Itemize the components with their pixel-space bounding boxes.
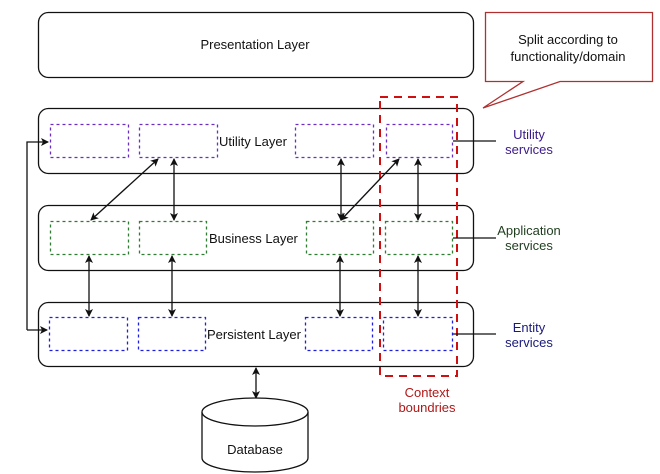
utility-layer-label: Utility Layer — [219, 134, 288, 149]
business-component — [138, 220, 208, 256]
utility-layer: Utility Layer — [37, 107, 475, 175]
dependency-arrow — [90, 158, 159, 221]
svg-text:Utility: Utility — [513, 127, 545, 142]
persistent-component — [48, 316, 129, 352]
svg-text:services: services — [505, 142, 553, 157]
persistent-layer: Persistent Layer — [37, 301, 475, 368]
utility-component — [385, 123, 454, 159]
persistent-component — [137, 316, 207, 352]
connectors — [26, 138, 496, 399]
utility-component — [294, 123, 375, 159]
business-component — [49, 220, 130, 256]
callout-text-line2: functionality/domain — [511, 49, 626, 64]
utility-component — [138, 123, 219, 159]
database-cylinder: Database — [201, 397, 309, 473]
presentation-layer-label: Presentation Layer — [200, 37, 310, 52]
entity-services-label: Entity services — [505, 320, 553, 350]
application-services-label: Application services — [497, 223, 561, 253]
presentation-layer: Presentation Layer — [37, 11, 475, 79]
business-component — [384, 220, 454, 256]
business-component — [305, 220, 375, 256]
svg-text:boundries: boundries — [398, 400, 456, 415]
persistent-component — [382, 316, 454, 352]
context-boundary — [379, 96, 458, 377]
callout: Split according to functionality/domain — [482, 11, 654, 109]
svg-text:Entity: Entity — [513, 320, 546, 335]
business-layer-label: Business Layer — [209, 231, 299, 246]
utility-component — [49, 123, 130, 159]
bypass-connector — [26, 138, 49, 330]
business-layer: Business Layer — [37, 204, 475, 272]
callout-text-line1: Split according to — [518, 32, 618, 47]
database-label: Database — [227, 442, 283, 457]
svg-text:Application: Application — [497, 223, 561, 238]
persistent-component — [304, 316, 374, 352]
svg-text:services: services — [505, 335, 553, 350]
svg-text:services: services — [505, 238, 553, 253]
context-boundary-label: Context boundries — [398, 385, 456, 415]
dependency-arrow — [340, 158, 400, 221]
svg-text:Context: Context — [405, 385, 450, 400]
persistent-layer-label: Persistent Layer — [207, 327, 302, 342]
utility-services-label: Utility services — [505, 127, 553, 157]
